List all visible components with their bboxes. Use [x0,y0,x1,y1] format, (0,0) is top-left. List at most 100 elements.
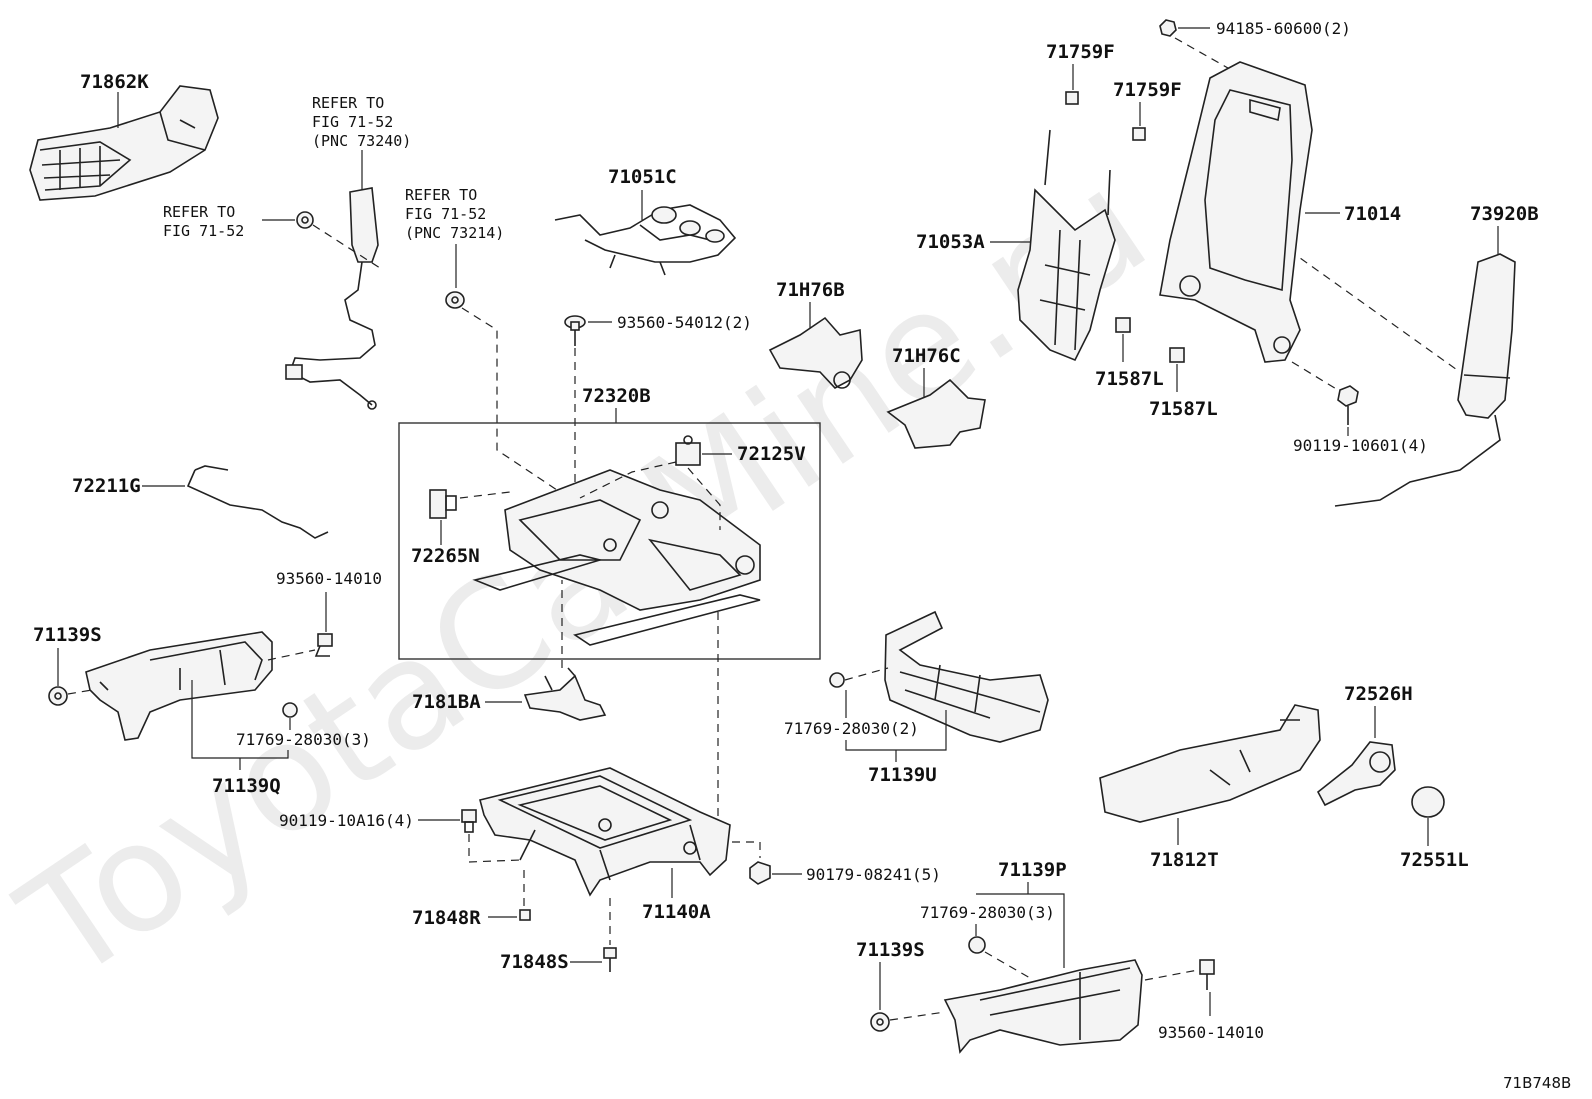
label-93560-54012[interactable]: 93560-54012(2) [617,313,752,332]
note-refer-73240-line3: (PNC 73240) [312,132,411,150]
clip-71769-left[interactable] [282,702,298,718]
label-71769-28030-3-right[interactable]: 71769-28030(3) [920,903,1055,922]
label-90179-08241[interactable]: 90179-08241(5) [806,865,941,884]
note-refer-73214-line1: REFER TO [405,186,477,204]
label-93560-14010-left[interactable]: 93560-14010 [276,569,382,588]
dash-bolt-10A16 [468,834,521,863]
bolt-90119-10601[interactable] [1337,385,1359,425]
clip-71587L-a[interactable] [1115,317,1131,333]
dash-94185 [1174,37,1461,373]
clip-71139S-left[interactable] [48,686,68,706]
label-71848R[interactable]: 71848R [412,907,481,929]
clip-71769-right[interactable] [968,936,986,954]
dash-bolt-10601 [1291,361,1339,391]
seat-adjuster-assembly[interactable] [472,469,761,646]
label-72526H[interactable]: 72526H [1344,683,1413,705]
note-refer-fig-line1: REFER TO [163,203,235,221]
part-71139Q-shield[interactable] [85,631,273,741]
label-71862K[interactable]: 71862K [80,71,149,93]
note-refer-fig-line2: FIG 71-52 [163,222,244,240]
part-72265N-clip[interactable] [429,489,457,519]
label-73920B[interactable]: 73920B [1470,203,1539,225]
label-71051C[interactable]: 71051C [608,166,677,188]
part-72526H-knob[interactable] [1316,741,1396,807]
label-71759F-a[interactable]: 71759F [1046,41,1115,63]
label-71H76B[interactable]: 71H76B [776,279,845,301]
part-7181BA-bracket[interactable] [523,667,607,721]
dash-adjuster-right [687,467,721,530]
label-90119-10601[interactable]: 90119-10601(4) [1293,436,1428,455]
part-72211G-rod[interactable] [186,465,329,539]
label-71139Q[interactable]: 71139Q [212,775,281,797]
bolt-93560-14010-left[interactable] [314,633,333,657]
label-71140A[interactable]: 71140A [642,901,711,923]
clip-71759F-a[interactable] [1065,91,1079,105]
label-71812T[interactable]: 71812T [1150,849,1219,871]
dash-72125V [579,461,677,499]
label-71848S[interactable]: 71848S [500,951,569,973]
label-7181BA[interactable]: 7181BA [412,691,481,713]
part-73920B-airbag[interactable] [1334,253,1516,507]
clip-71759F-b[interactable] [1132,127,1146,141]
clip-ring[interactable] [445,291,465,309]
label-72320B[interactable]: 72320B [582,385,651,407]
label-90119-10A16[interactable]: 90119-10A16(4) [279,811,414,830]
part-71812T-cushion[interactable] [1099,704,1321,823]
label-71769-28030-3-left[interactable]: 71769-28030(3) [236,730,371,749]
part-71139U-cover[interactable] [884,610,1049,743]
label-71H76C[interactable]: 71H76C [892,345,961,367]
dash-72265N [459,491,511,499]
note-refer-73214-line3: (PNC 73214) [405,224,504,242]
part-72551L-cap[interactable] [1411,786,1445,818]
label-72265N[interactable]: 72265N [411,545,480,567]
dash-clip-to-adjuster [461,307,561,493]
label-71053A[interactable]: 71053A [916,231,985,253]
part-72125V-motor[interactable] [675,435,701,466]
bolt-93560-14010-right[interactable] [1199,959,1215,990]
screw-93560-54012[interactable] [564,315,586,346]
label-93560-14010-right[interactable]: 93560-14010 [1158,1023,1264,1042]
dash-71769-center [844,667,889,681]
part-71053A-spring[interactable] [1017,129,1116,362]
label-71769-28030-2[interactable]: 71769-28030(2) [784,719,919,738]
note-refer-73214-line2: FIG 71-52 [405,205,486,223]
label-71139P[interactable]: 71139P [998,859,1067,881]
label-71139U[interactable]: 71139U [868,764,937,786]
part-71140A-frame[interactable] [479,767,731,897]
label-71139S-right[interactable]: 71139S [856,939,925,961]
label-71139S-left[interactable]: 71139S [33,624,102,646]
nut-94185-60600[interactable] [1159,19,1177,37]
dash-bolt-right [1144,969,1199,981]
part-71H76B-bracket[interactable] [768,316,863,389]
bracket-71139P [976,893,1065,968]
dash-71139S-left [67,689,93,695]
dash-71139S-right [889,1011,946,1021]
nut-90179-08241[interactable] [749,861,771,885]
clip-71769-center[interactable] [829,672,845,688]
dash-nut-90179 [732,841,761,858]
label-71014[interactable]: 71014 [1344,203,1401,225]
label-72125V[interactable]: 72125V [737,443,806,465]
note-refer-73240-line2: FIG 71-52 [312,113,393,131]
bolt-90119-10A16[interactable] [461,809,477,833]
label-72211G[interactable]: 72211G [72,475,141,497]
label-71587L-a[interactable]: 71587L [1095,368,1164,390]
bolt-71848S[interactable] [603,947,617,972]
part-71862K-shape[interactable] [29,85,219,201]
label-71759F-b[interactable]: 71759F [1113,79,1182,101]
label-72551L[interactable]: 72551L [1400,849,1469,871]
part-71H76C-bracket[interactable] [886,378,986,449]
bolt-71848R[interactable] [519,909,531,921]
part-71139P-cover[interactable] [943,959,1143,1054]
grommet-ring[interactable] [296,211,314,229]
part-71014-seatback-frame[interactable] [1159,61,1313,363]
label-94185-60600[interactable]: 94185-60600(2) [1216,19,1351,38]
seat-belt-buckle-harness[interactable] [285,187,379,410]
note-refer-73240-line1: REFER TO [312,94,384,112]
clip-71139S-right[interactable] [870,1012,890,1032]
clip-71587L-b[interactable] [1169,347,1185,363]
label-71587L-b[interactable]: 71587L [1149,398,1218,420]
part-71051C-harness[interactable] [554,204,737,276]
